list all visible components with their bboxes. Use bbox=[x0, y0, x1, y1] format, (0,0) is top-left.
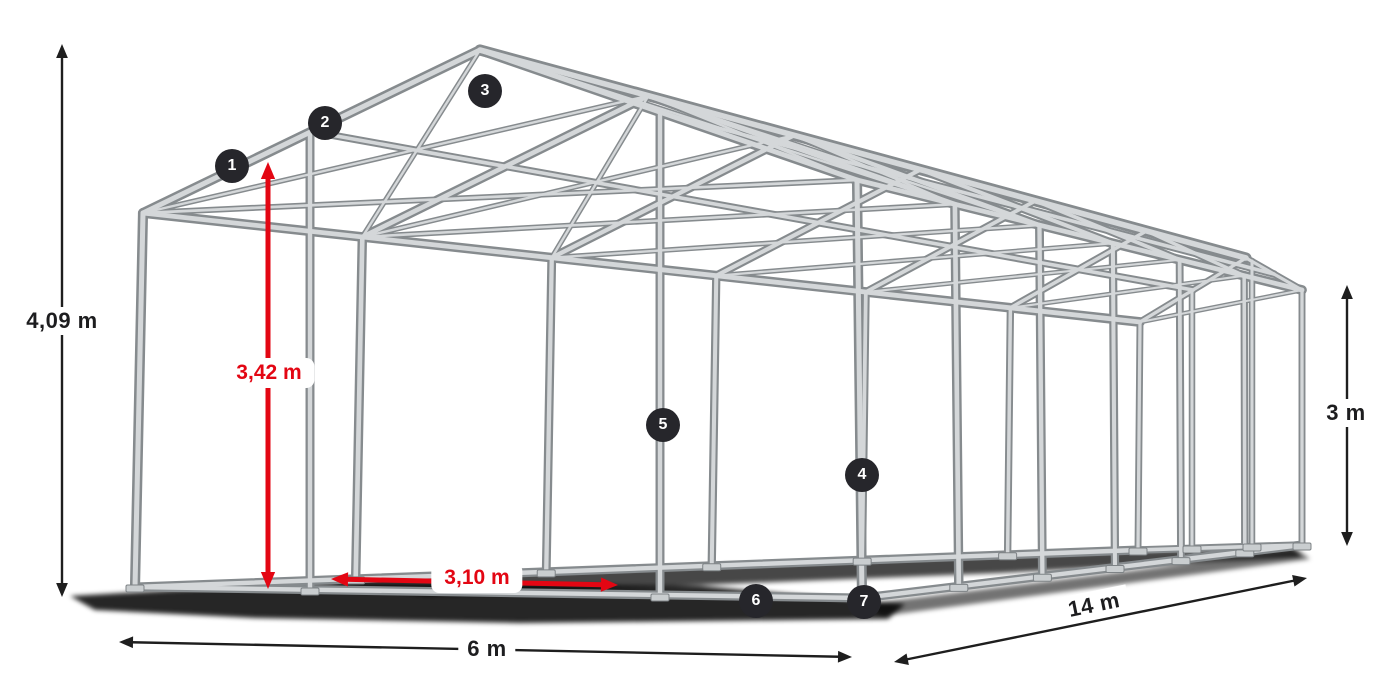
part-marker-2: 2 bbox=[308, 106, 342, 140]
part-marker-6: 6 bbox=[739, 584, 773, 618]
dimension-label-width: 6 m bbox=[458, 635, 516, 663]
length-arrow bbox=[894, 575, 1307, 665]
part-marker-5: 5 bbox=[646, 408, 680, 442]
dimension-label-side-height: 3 m bbox=[1317, 399, 1375, 427]
dimension-label-passage-width: 3,10 m bbox=[431, 563, 523, 593]
part-marker-3: 3 bbox=[468, 74, 502, 108]
part-marker-4: 4 bbox=[845, 458, 879, 492]
dimension-label-total-height: 4,09 m bbox=[17, 307, 107, 335]
dimension-label-clearance-height: 3,42 m bbox=[223, 358, 315, 388]
part-marker-7: 7 bbox=[847, 585, 881, 619]
part-marker-1: 1 bbox=[215, 149, 249, 183]
frame-tubes bbox=[132, 47, 1305, 601]
